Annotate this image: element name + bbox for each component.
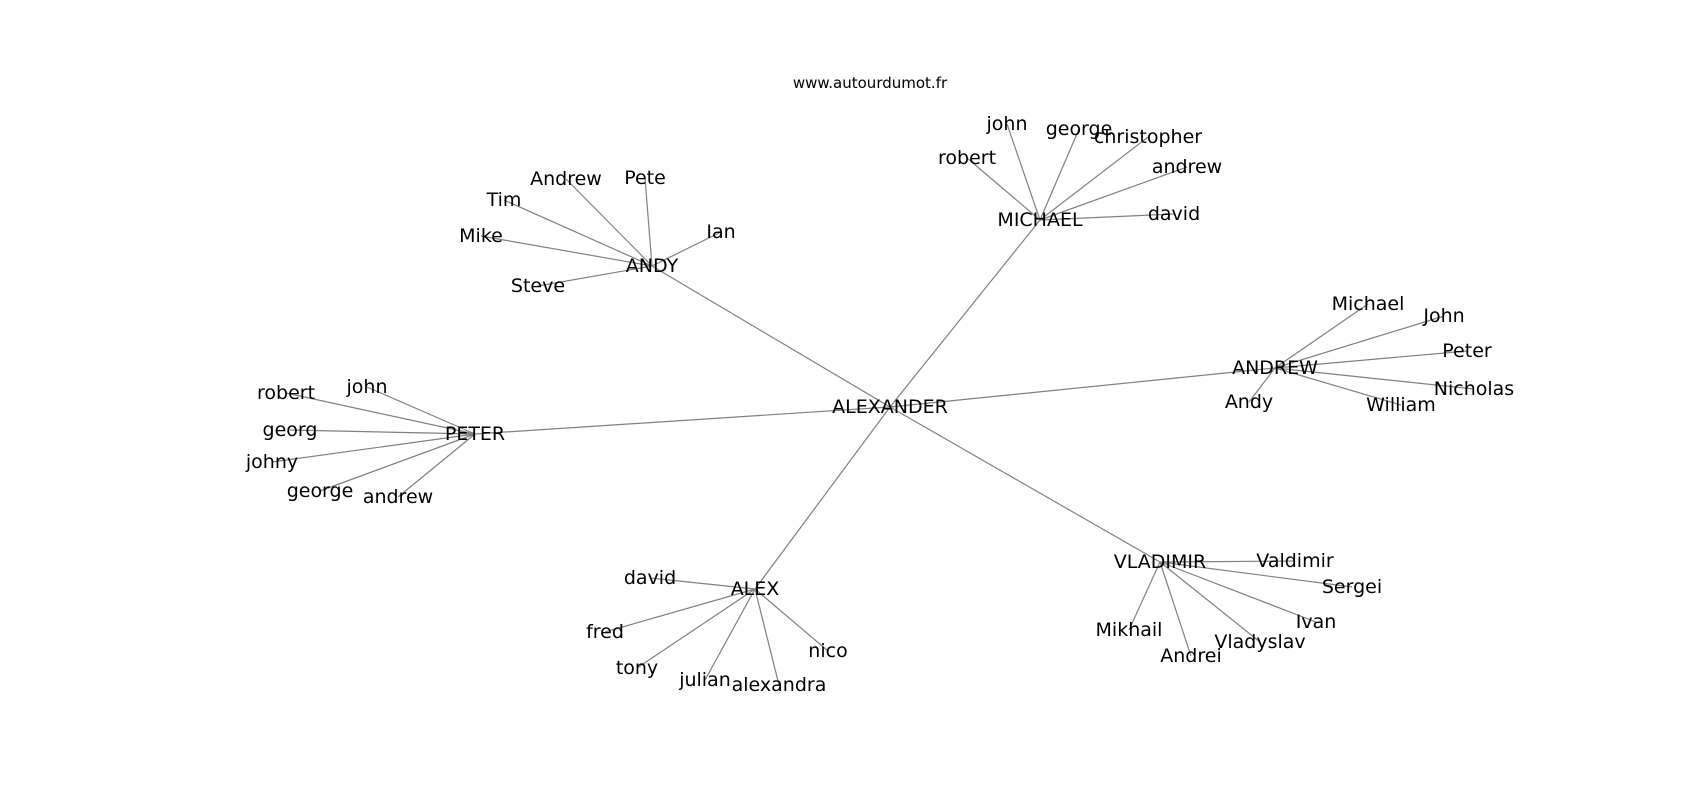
- leaf-node-label: john: [986, 113, 1028, 135]
- leaf-node-label: Peter: [1442, 340, 1492, 362]
- edge-root-michael: [889, 219, 1041, 408]
- edge-andy-2: [503, 199, 653, 267]
- leaf-node-label: robert: [938, 147, 996, 169]
- edge-vladimir-5: [1128, 561, 1161, 631]
- edge-root-andrew: [889, 367, 1276, 408]
- edge-root-vladimir: [889, 406, 1161, 563]
- edges: [271, 123, 1475, 686]
- leaf-node-label: robert: [257, 382, 315, 404]
- hub-node-label: MICHAEL: [997, 209, 1083, 231]
- hub-node-label: ALEX: [731, 578, 780, 600]
- edge-michael-4: [1039, 166, 1188, 221]
- edge-peter-2: [289, 429, 476, 435]
- edge-andrew-1: [1274, 315, 1445, 369]
- edge-alex-5: [754, 588, 829, 652]
- leaf-node-label: Andy: [1225, 391, 1273, 413]
- hub-node-label: ANDY: [626, 255, 679, 277]
- edge-andy-3: [480, 235, 653, 267]
- edge-andrew-0: [1274, 303, 1369, 369]
- edge-vladimir-4: [1159, 561, 1192, 657]
- leaf-node-label: Mikhail: [1096, 619, 1163, 641]
- leaf-node-label: tony: [616, 657, 658, 679]
- edge-peter-3: [271, 433, 476, 463]
- leaf-node-label: david: [624, 567, 676, 589]
- edge-peter-1: [366, 386, 476, 435]
- leaf-node-label: Michael: [1332, 293, 1405, 315]
- edge-alex-3: [704, 588, 756, 681]
- edge-vladimir-3: [1159, 561, 1261, 643]
- leaf-node-label: andrew: [363, 486, 433, 508]
- edge-michael-1: [1039, 128, 1080, 221]
- watermark: www.autourdumot.fr: [792, 74, 948, 92]
- leaf-node-label: john: [346, 376, 388, 398]
- leaf-node-label: david: [1148, 203, 1200, 225]
- leaf-node-label: Steve: [511, 275, 565, 297]
- leaf-node-label: Mike: [459, 225, 503, 247]
- leaf-node-label: julian: [678, 669, 731, 691]
- edge-andy-0: [565, 178, 653, 267]
- edge-michael-3: [966, 157, 1041, 221]
- leaf-node-label: Andrei: [1160, 645, 1221, 667]
- edge-vladimir-0: [1159, 560, 1296, 563]
- leaf-node-label: Sergei: [1322, 576, 1382, 598]
- leaf-node-label: Valdimir: [1256, 550, 1334, 572]
- edge-root-andy: [651, 265, 891, 408]
- edge-vladimir-1: [1159, 561, 1353, 588]
- edge-andy-1: [644, 177, 653, 267]
- leaf-node-label: fred: [586, 621, 624, 643]
- edge-peter-0: [285, 392, 476, 435]
- leaf-node-label: nico: [808, 640, 847, 662]
- edge-andrew-2: [1274, 350, 1468, 369]
- leaf-node-label: Tim: [486, 189, 522, 211]
- leaf-node-label: Ivan: [1296, 611, 1337, 633]
- edge-peter-5: [397, 433, 476, 498]
- leaf-node-label: Andrew: [530, 168, 602, 190]
- edge-root-peter: [474, 406, 891, 435]
- hub-node-label: ANDREW: [1232, 357, 1318, 379]
- edge-andrew-3: [1274, 367, 1475, 390]
- leaf-node-label: Pete: [624, 167, 666, 189]
- edge-andrew-4: [1274, 367, 1402, 406]
- leaf-node-label: george: [287, 480, 354, 502]
- leaf-node-label: John: [1422, 305, 1464, 327]
- edge-peter-4: [319, 433, 476, 492]
- edge-alex-2: [636, 588, 756, 669]
- leaf-node-label: Vladyslav: [1214, 631, 1305, 653]
- leaf-node-label: christopher: [1094, 126, 1202, 148]
- edge-alex-1: [604, 588, 756, 633]
- leaf-node-label: andrew: [1152, 156, 1222, 178]
- hub-node-label: PETER: [445, 423, 505, 445]
- hub-node-label: VLADIMIR: [1114, 551, 1206, 573]
- edge-root-alex: [754, 406, 891, 590]
- leaf-node-label: georg: [263, 419, 318, 441]
- edge-vladimir-2: [1159, 561, 1317, 623]
- leaf-node-label: johny: [245, 451, 298, 473]
- edge-michael-0: [1006, 123, 1041, 221]
- edge-alex-0: [649, 577, 756, 590]
- edge-andy-4: [651, 231, 722, 267]
- leaf-node-label: alexandra: [732, 674, 827, 696]
- edge-andrew-5: [1248, 367, 1276, 403]
- edge-michael-5: [1039, 213, 1175, 221]
- leaf-node-label: george: [1046, 118, 1113, 140]
- leaf-node-label: Ian: [706, 221, 735, 243]
- edge-alex-4: [754, 588, 780, 686]
- leaf-node-label: Nicholas: [1434, 378, 1514, 400]
- root-node-label: ALEXANDER: [832, 396, 948, 418]
- edge-andy-5: [537, 265, 653, 287]
- edge-michael-2: [1039, 136, 1149, 221]
- leaf-node-label: William: [1366, 394, 1436, 416]
